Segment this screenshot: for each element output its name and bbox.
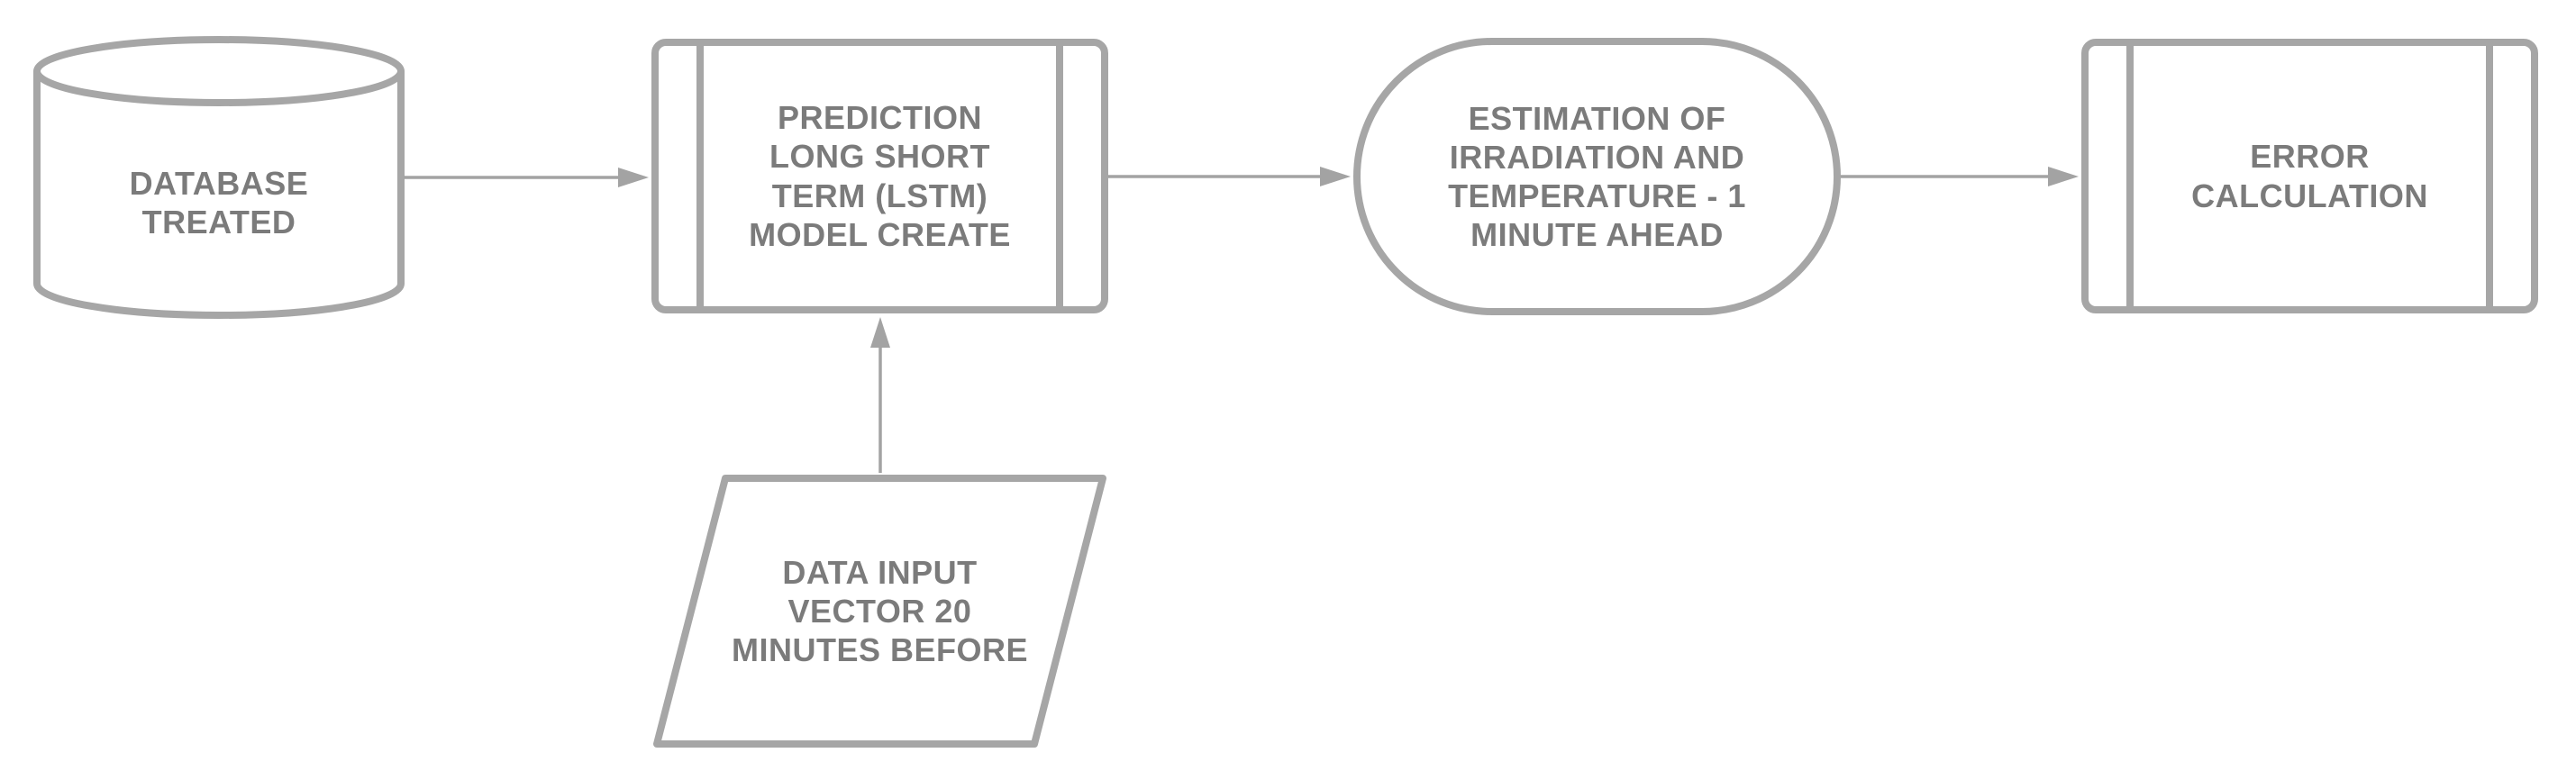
node-estimation — [1353, 38, 1841, 315]
arrowhead-icon — [2048, 167, 2079, 186]
node-prediction-lstm — [651, 39, 1108, 313]
arrowhead-icon — [1320, 167, 1351, 186]
inner-border-line-left — [2126, 46, 2134, 306]
arrowhead-icon — [870, 317, 890, 348]
inner-border-line-left — [696, 46, 704, 306]
node-error-calculation — [2081, 39, 2538, 313]
cylinder-rim — [33, 70, 405, 106]
data-input-parallelogram-shape — [653, 475, 1106, 748]
cylinder-body — [33, 36, 405, 319]
arrow-estimation-to-error — [1841, 167, 2079, 186]
arrow-prediction-to-estimation — [1108, 167, 1351, 186]
arrow-database-to-prediction — [404, 168, 649, 187]
parallelogram-outline — [653, 475, 1106, 748]
inner-border-line-right — [2486, 46, 2493, 306]
arrowhead-icon — [618, 168, 649, 187]
database-cylinder-shape — [33, 36, 405, 319]
arrow-data-input-to-prediction — [870, 317, 890, 473]
inner-border-line-right — [1056, 46, 1063, 306]
